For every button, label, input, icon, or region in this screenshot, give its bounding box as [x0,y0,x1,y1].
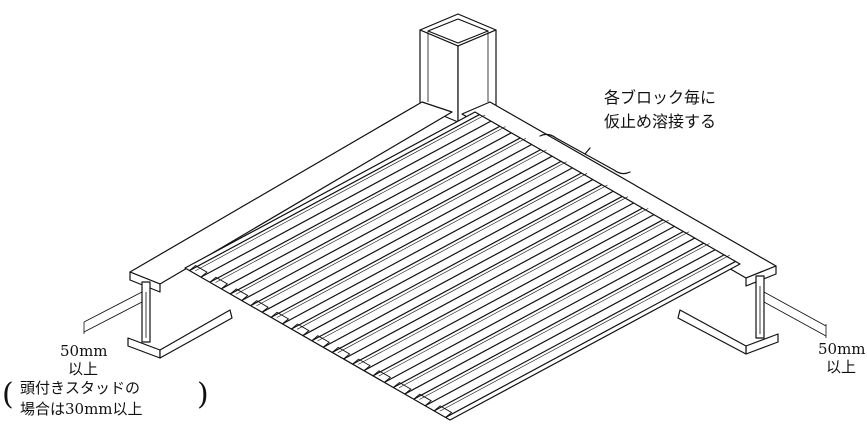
deck-rib-end [352,358,371,372]
deck-ribs [189,114,736,418]
stud-note-close-paren: ) [197,377,209,412]
deck-rib-line [195,114,486,272]
deck-rib-end [433,405,453,418]
deck-plate [184,111,741,421]
deck-rib-end [250,300,269,313]
deck-rib-line [372,219,664,377]
left-h-beam [127,101,453,359]
deck-rib-line [343,202,634,360]
deck-rib-line [378,219,669,377]
deck-rib-line [433,254,725,412]
deck-rib-line [250,149,541,307]
deck-rib-line [384,225,675,383]
steel-column [419,13,497,123]
deck-rib-line [419,243,710,400]
deck-rib-line [200,120,492,278]
deck-rib-end [291,323,310,336]
deck-rib-line [296,173,588,330]
deck-rib-line [276,161,567,318]
stud-note-line1: 頭付きスタッドの [20,379,140,397]
deck-rib-line [363,214,655,372]
weld-bracket [539,133,631,175]
deck-rib-end [189,265,208,278]
deck-plate-outline [184,111,741,421]
weld-note-line2: 仮止め溶接する [604,112,716,131]
deck-rib-end [209,276,229,290]
deck-rib-end [311,335,330,348]
deck-rib-line [221,132,512,290]
deck-rib-end [372,370,392,383]
deck-rib-line [393,230,684,389]
deck-rib-line [256,149,547,307]
deck-rib-line [189,114,480,272]
deck-rib-line [282,167,573,325]
deck-rib-end [229,288,249,301]
deck-rib-line [413,242,704,400]
deck-rib-line [445,260,736,418]
right-h-beam [461,101,779,355]
deck-rib-line [229,137,521,295]
left-dim-suffix: 以上 [68,360,98,378]
deck-rib-line [261,155,553,313]
deck-rib-line [424,249,716,407]
deck-rib-line [302,179,594,337]
stud-note-line2: 場合は30mm以上 [20,400,143,418]
deck-rib-line [322,190,614,348]
deck-rib-line [209,125,501,283]
deck-rib-line [215,126,506,283]
weld-note-line1: 各ブロック毎に [604,88,716,107]
deck-rib-line [235,137,527,295]
deck-rib-line [398,231,690,389]
right-dimension [763,291,827,338]
deck-rib-end [413,393,432,407]
deck-rib-line [358,208,649,365]
deck-rib-line [241,143,532,302]
deck-rib-line [317,184,608,342]
right-dim-value: 50mm [818,340,866,358]
stud-note-open-paren: ( [2,377,14,412]
left-dimension [83,291,143,334]
deck-rib-line [404,237,696,395]
deck-rib-end [270,311,290,325]
deck-rib-end [393,381,412,395]
deck-rib-line [337,196,629,353]
deck-rib-line [291,172,582,330]
deck-rib-line [311,184,603,342]
left-dim-value: 50mm [60,342,108,360]
right-dim-suffix: 以上 [826,358,856,376]
deck-rib-end [331,346,351,360]
deck-rib-line [439,254,730,412]
deck-rib-line [331,195,623,353]
deck-rib-line [270,160,562,318]
deck-rib-line [352,207,643,365]
